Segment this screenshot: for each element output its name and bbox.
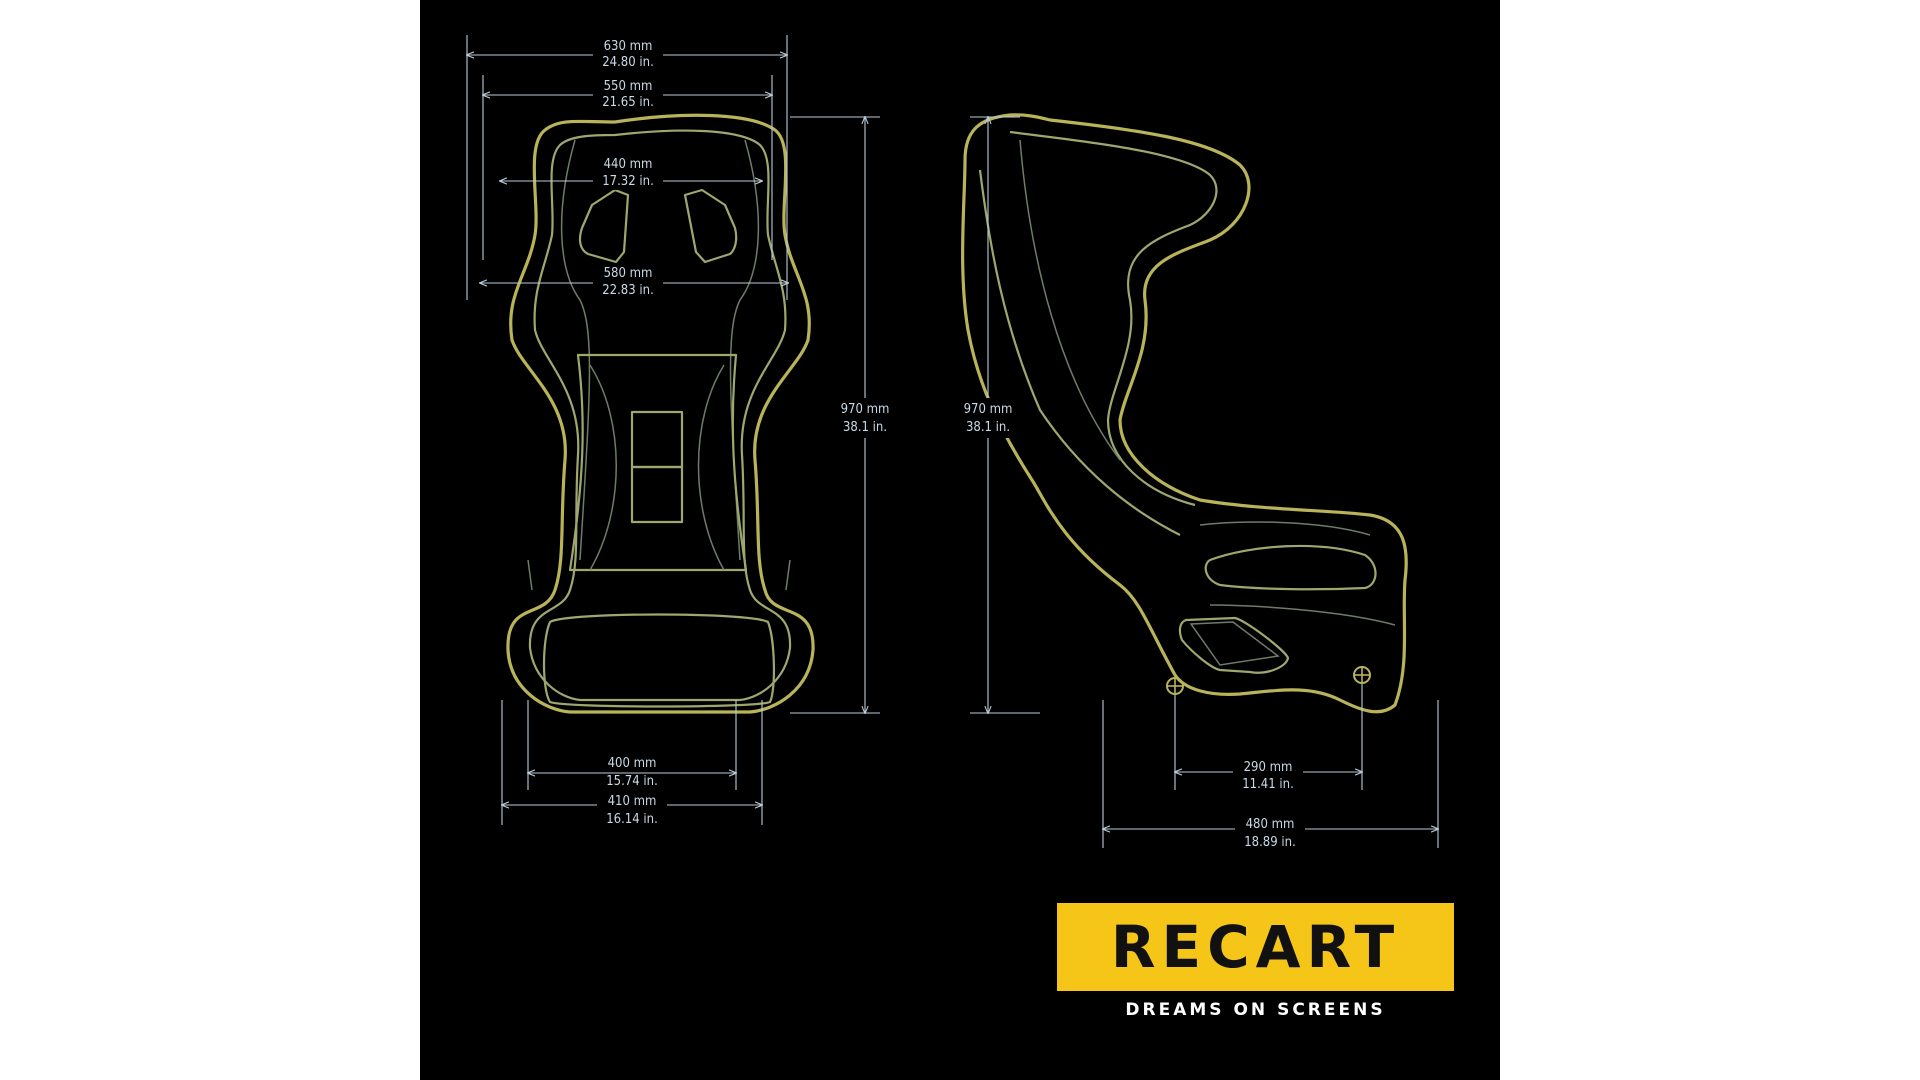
label-410-mm: 410 mm: [608, 794, 657, 809]
side-view-seat: [961, 113, 1408, 714]
rear-mount-point: [1353, 666, 1371, 684]
label-550-mm: 550 mm: [604, 79, 653, 94]
dimension-labels: 630 mm 24.80 in. 550 mm 21.65 in. 440 mm…: [593, 34, 1305, 850]
seat-technical-drawing: 630 mm 24.80 in. 550 mm 21.65 in. 440 mm…: [420, 34, 1500, 850]
label-580-in: 22.83 in.: [602, 283, 654, 298]
label-550-in: 21.65 in.: [602, 95, 654, 110]
side-cushion: [1204, 544, 1377, 591]
label-480-mm: 480 mm: [1246, 817, 1295, 832]
front-lumbar-block-top: [630, 410, 684, 469]
label-580-mm: 580 mm: [604, 266, 653, 281]
front-lumbar-block-bottom: [630, 465, 684, 524]
front-mount-point: [1166, 677, 1184, 695]
logo-wordmark: RECART: [1110, 913, 1401, 981]
front-back-panel: [568, 353, 748, 572]
label-front-970-mm: 970 mm: [841, 402, 890, 417]
recart-logo: RECART: [1057, 903, 1454, 991]
label-440-mm: 440 mm: [604, 157, 653, 172]
label-290-mm: 290 mm: [1244, 760, 1293, 775]
label-480-in: 18.89 in.: [1244, 835, 1296, 850]
front-seat-cushion: [542, 613, 776, 708]
front-harness-hole-left: [578, 188, 630, 264]
label-630-mm: 630 mm: [604, 39, 653, 54]
label-side-970-mm: 970 mm: [964, 402, 1013, 417]
diagram-panel: 630 mm 24.80 in. 550 mm 21.65 in. 440 mm…: [420, 0, 1500, 1080]
logo-tagline: DREAMS ON SCREENS: [1125, 1000, 1386, 1020]
label-front-970-in: 38.1 in.: [843, 420, 887, 435]
side-leg-hole: [1178, 616, 1290, 674]
label-400-in: 15.74 in.: [606, 774, 658, 789]
label-630-in: 24.80 in.: [602, 55, 654, 70]
label-410-in: 16.14 in.: [606, 812, 658, 827]
label-440-in: 17.32 in.: [602, 174, 654, 189]
front-outer-shell: [506, 113, 815, 714]
side-outer-shell: [961, 113, 1408, 714]
label-400-mm: 400 mm: [608, 756, 657, 771]
front-view-seat: [506, 113, 815, 714]
label-290-in: 11.41 in.: [1242, 777, 1294, 792]
label-side-970-in: 38.1 in.: [966, 420, 1010, 435]
front-inner-shell: [528, 129, 792, 702]
front-harness-hole-right: [683, 188, 738, 264]
